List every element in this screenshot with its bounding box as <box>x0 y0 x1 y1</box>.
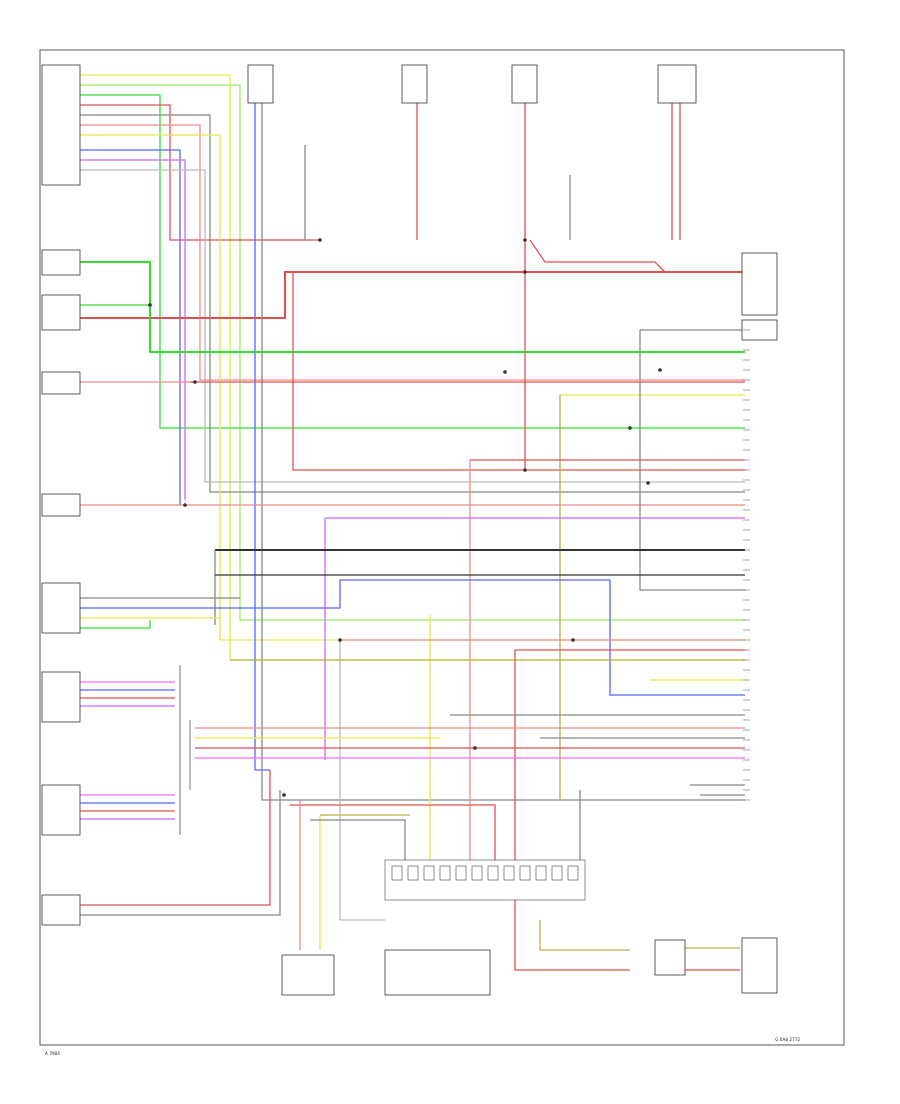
connector-pin <box>535 865 547 881</box>
connector-pin <box>487 865 499 881</box>
connector-pin <box>391 865 403 881</box>
right-pin-column <box>743 329 750 801</box>
splice-dots <box>148 238 662 797</box>
splice-dot <box>148 303 152 307</box>
footer-right-code: G 0A8 2772 <box>775 1037 800 1042</box>
wire-blue-3 <box>80 579 745 696</box>
bottom-connector-frame <box>384 859 586 901</box>
wire-red-splice <box>529 239 666 273</box>
connector-pin <box>455 865 467 881</box>
connector-pin <box>439 865 451 881</box>
wire-layer <box>80 74 745 971</box>
splice-dot <box>503 370 507 374</box>
wire-grey-2 <box>261 100 745 801</box>
connector-pin <box>471 865 483 881</box>
bottom-right-switch-box <box>654 939 686 976</box>
wire-lightgrey-1 <box>80 169 745 483</box>
trans-control-module-box <box>384 949 491 996</box>
wire-grey-8 <box>339 640 385 921</box>
splice-dot <box>628 426 632 430</box>
connector-pin <box>551 865 563 881</box>
splice-dot <box>282 793 286 797</box>
connector-pin <box>407 865 419 881</box>
connector-pin <box>567 865 579 881</box>
splice-dot <box>523 468 527 472</box>
bottom-connector-block <box>384 859 586 901</box>
connector-pins <box>391 865 579 881</box>
splice-dot <box>338 638 342 642</box>
wire-green-main <box>80 94 745 429</box>
top-connector-1 <box>247 64 274 104</box>
engine-control-module-box <box>281 954 335 996</box>
wire-red-13 <box>80 770 271 906</box>
splice-dot <box>523 270 527 274</box>
top-connector-2 <box>401 64 428 104</box>
splice-dot <box>571 638 575 642</box>
wire-red-1 <box>80 104 320 241</box>
top-connector-4 <box>657 64 697 104</box>
wire-red-14 <box>290 804 496 860</box>
traction-sensor-box <box>41 894 81 926</box>
wire-grey-11 <box>80 790 281 916</box>
connector-pin <box>503 865 515 881</box>
splice-dot <box>658 368 662 372</box>
component-layer <box>41 64 778 996</box>
fuse-box <box>41 249 81 276</box>
splice-dot <box>473 746 477 750</box>
splice-dot <box>646 481 650 485</box>
wire-olive-5 <box>539 920 630 951</box>
splice-dot <box>183 503 187 507</box>
footer-left-code: A 7984 <box>45 1051 60 1056</box>
diagram-frame <box>39 49 845 1046</box>
wire-pink-1 <box>80 124 745 381</box>
splice-dot <box>193 380 197 384</box>
transmission-switch-box <box>41 582 81 634</box>
connector-pin <box>519 865 531 881</box>
splice-dot <box>523 238 527 242</box>
engine-speed-sensor-box <box>41 64 81 186</box>
wire-grey-1 <box>80 114 745 493</box>
wire-green-2 <box>80 261 745 353</box>
wire-purple-1 <box>80 159 186 500</box>
wire-grey-6 <box>639 330 745 591</box>
wire-red-main <box>80 271 745 319</box>
front-speed-sensor-box <box>41 371 81 395</box>
wire-red-down <box>292 272 745 471</box>
fuel-shutoff-box <box>41 294 81 331</box>
abs-sensor-box-1 <box>41 671 81 723</box>
splice-dot <box>318 238 322 242</box>
wire-green-4 <box>80 620 151 629</box>
wire-blue-2 <box>254 100 270 771</box>
right-module-fuse <box>741 319 778 341</box>
right-module-top <box>741 252 778 316</box>
right-module-bottom <box>741 937 778 994</box>
connector-pin <box>423 865 435 881</box>
wire-blue-1 <box>80 149 181 505</box>
wire-red-9 <box>514 650 630 971</box>
abs-sensor-box-2 <box>41 784 81 836</box>
top-connector-3 <box>511 64 538 104</box>
wire-grey-12 <box>310 819 406 860</box>
rear-speed-sensor-box <box>41 493 81 517</box>
